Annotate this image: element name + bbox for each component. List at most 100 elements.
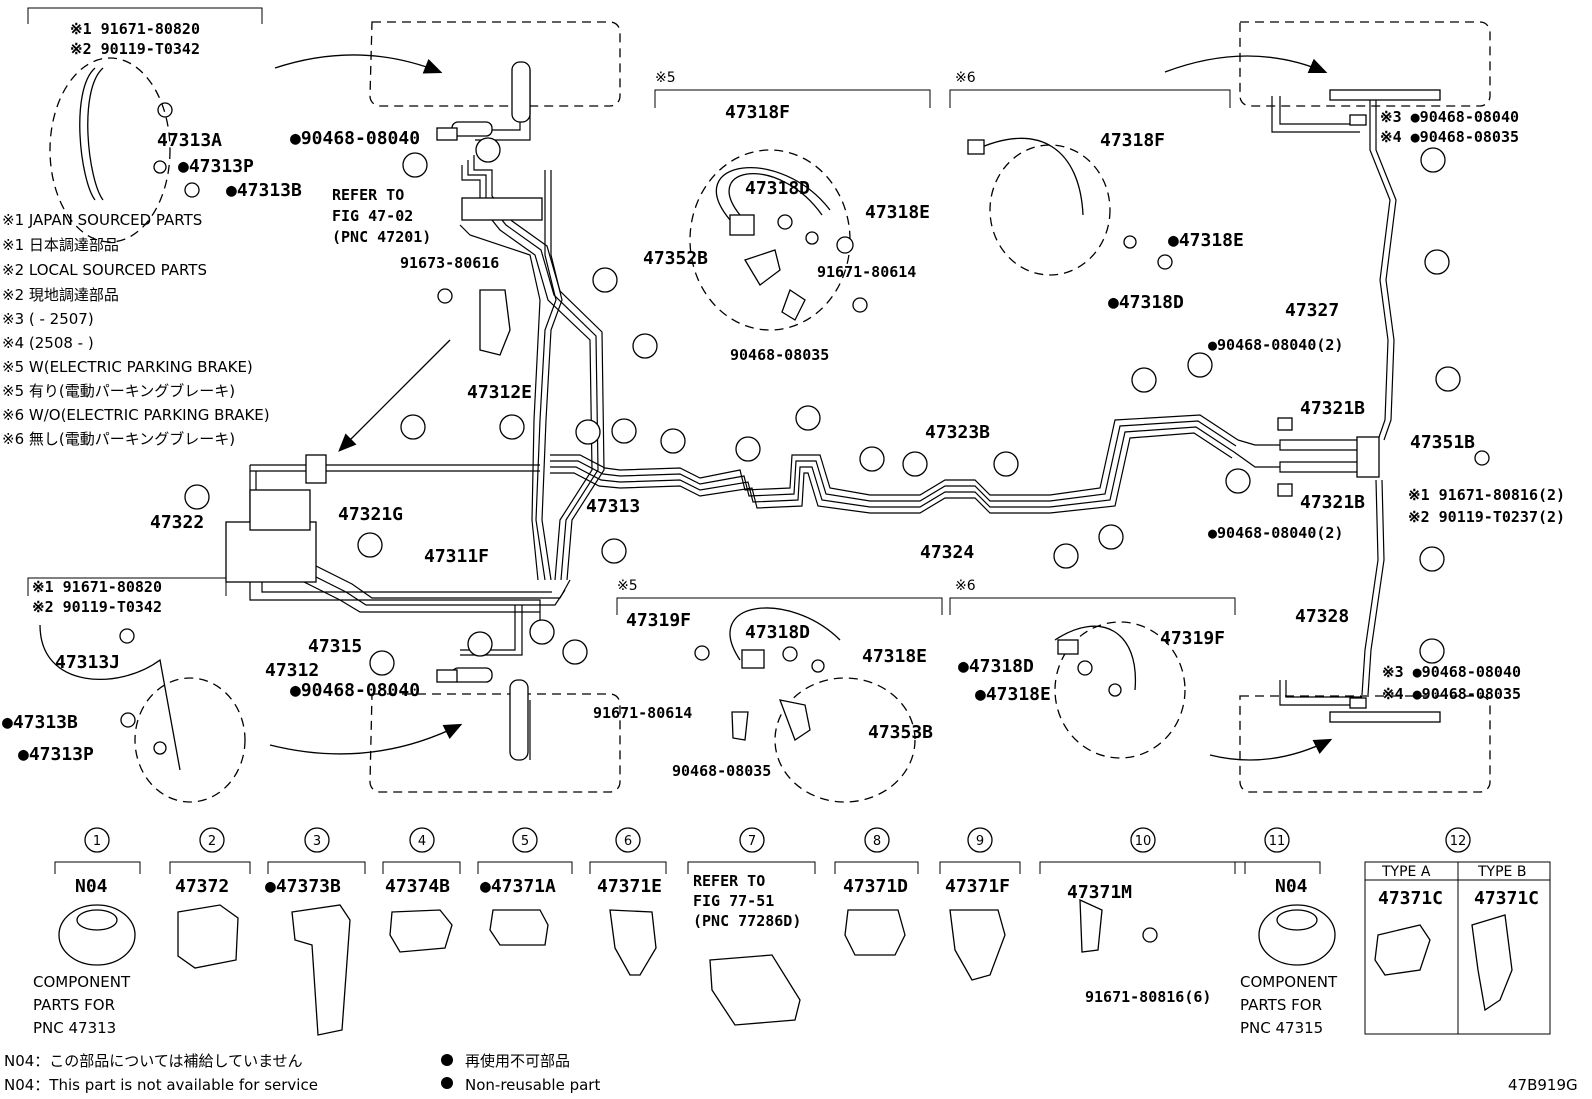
legend-number: 12 (1450, 834, 1467, 849)
arrow-bottom-right (1209, 738, 1333, 761)
legend-number: 9 (976, 834, 984, 849)
comp11-l3: PNC 47315 (1240, 1019, 1323, 1037)
legend-bracket-lines (54, 861, 1551, 1035)
footer-n04-en: N04：This part is not available for servi… (4, 1076, 318, 1094)
bracket-47351B (1356, 436, 1380, 478)
callout-r-bot-3: ※3 ●90468-08040 (1382, 663, 1521, 681)
junction-block (461, 197, 543, 221)
clip-47318E-d (1108, 683, 1122, 697)
bullet-nonreuse-jp (441, 1054, 453, 1066)
clip-callout-circle (1187, 352, 1213, 378)
type-b-header: TYPE B (1477, 864, 1526, 880)
clip-47318E-c (811, 659, 825, 673)
clip-callout-circle (475, 137, 501, 163)
label-47321B-a: 47321B (1300, 398, 1365, 419)
clip-callout-circle (1420, 147, 1446, 173)
legend-number: 8 (873, 834, 881, 849)
label-47313B-bottom: ●47313B (2, 712, 78, 733)
label-90468-08040-top: ●90468-08040 (290, 128, 420, 149)
clip-callout-circle (795, 405, 821, 431)
label-s6-bot: ※6 (955, 578, 976, 594)
labels-right: 47323B 47324 ●90468-08040(2) 47321B 4735… (920, 108, 1565, 703)
clip-callout-circle (529, 619, 555, 645)
label-47312: 47312 (265, 660, 319, 681)
label-47313J: 47313J (55, 652, 120, 673)
clip-callout-circle (562, 639, 588, 665)
legend-text: N04 47372 ●47373B 47374B ●47371A 47371E … (33, 864, 1539, 1037)
callout-r-bot-4: ※4 ●90468-08035 (1382, 685, 1521, 703)
unit-bracket (249, 489, 311, 531)
clip-callout-circle (1098, 524, 1124, 550)
label-47318E-b: ●47318E (1168, 230, 1244, 251)
hose-47313J (39, 624, 181, 771)
callouts-top-left: ※1 91671-80820 ※2 90119-T0342 47313A ●47… (70, 20, 302, 201)
legend-number: 6 (624, 834, 632, 849)
clip-90468-08035-b (731, 711, 749, 741)
main-brake-pipes (249, 70, 1397, 760)
ref-4702-l2: FIG 47-02 (332, 207, 413, 225)
hose-fitting-a (729, 214, 755, 236)
note-4: ※4 (2508 - ) (2, 334, 94, 352)
label-47352B: 47352B (643, 248, 708, 269)
clip-callout-circle (601, 538, 627, 564)
footer-n04-jp: N04：この部品については補給していません (4, 1052, 303, 1070)
hose-circle-top-mid (689, 149, 851, 331)
bolt-47318D-a (777, 214, 793, 230)
pipe-end-top-left-h (451, 121, 493, 137)
legend-number: 10 (1135, 834, 1152, 849)
hose-end-a (836, 236, 854, 254)
label-47321B-b: 47321B (1300, 492, 1365, 513)
legend-number-circle (739, 827, 765, 853)
bolt-47313B-bottom (120, 712, 136, 728)
detail-box-top-left (369, 21, 621, 107)
note-5-en: ※5 W(ELECTRIC PARKING BRAKE) (2, 358, 253, 376)
hose-47313A (79, 67, 104, 201)
label-91671-80614-a: 91671-80614 (817, 263, 916, 281)
hose-circle-bl (134, 677, 246, 803)
clip-47318E-a (805, 231, 819, 245)
label-47313P-bottom: ●47313P (18, 744, 94, 765)
hose-circle-tl (49, 57, 171, 243)
label-47315: 47315 (308, 636, 362, 657)
comp1-l3: PNC 47313 (33, 1019, 116, 1037)
label-47318D-c: 47318D (745, 622, 810, 643)
pipe-end-top-left (511, 61, 531, 123)
legend-number-circle (1264, 827, 1290, 853)
clip-callout-circle (184, 484, 210, 510)
label-47321G: 47321G (338, 504, 403, 525)
bolt-91671-80614-a (852, 297, 868, 313)
ref-4702-l3: (PNC 47201) (332, 228, 431, 246)
callouts-bottom-left: ※1 91671-80820 ※2 90119-T0342 47313J ●47… (2, 578, 162, 765)
label-47318D-b: ●47318D (1108, 292, 1184, 313)
clip-callout-circle (499, 414, 525, 440)
label-90468-08040-2-a: ●90468-08040(2) (1208, 336, 1343, 354)
group-bracket-s6-top (949, 89, 1231, 108)
clip-callout-circle (575, 419, 601, 445)
clip-90468-08040-t (436, 127, 458, 141)
group-bracket-s5-top (654, 89, 931, 108)
note-3: ※3 ( - 2507) (2, 310, 94, 328)
callout-tl-2: ※2 90119-T0342 (70, 40, 200, 58)
pipe-end-top-right (1329, 89, 1441, 101)
note-1-en: ※1 JAPAN SOURCED PARTS (2, 211, 202, 229)
bolt-91673-80616 (437, 288, 453, 304)
ref-4702-l1: REFER TO (332, 186, 404, 204)
legend-part-11: N04 (1275, 876, 1308, 897)
arrow-bracket-to-pipe (338, 339, 451, 452)
clip-callout-circle (467, 631, 493, 657)
pipe-end-bottom-right (1329, 711, 1441, 723)
clip-47313P-bottom (153, 741, 167, 755)
label-47327: 47327 (1285, 300, 1339, 321)
legend-part-3: ●47373B (265, 876, 341, 897)
hose-47319F-b (1054, 625, 1137, 691)
legend-part-10: 47371M (1067, 882, 1132, 903)
hose-47318F-a (715, 167, 831, 221)
bolt-47318D-c (782, 646, 798, 662)
clip-right-top (1349, 114, 1367, 126)
label-90468-08040-bottom: ●90468-08040 (290, 680, 420, 701)
clip-number-circles (184, 137, 1461, 676)
clip-47313P-top (153, 160, 167, 174)
label-47319F-b: 47319F (1160, 628, 1225, 649)
legend-part-2: 47372 (175, 876, 229, 897)
